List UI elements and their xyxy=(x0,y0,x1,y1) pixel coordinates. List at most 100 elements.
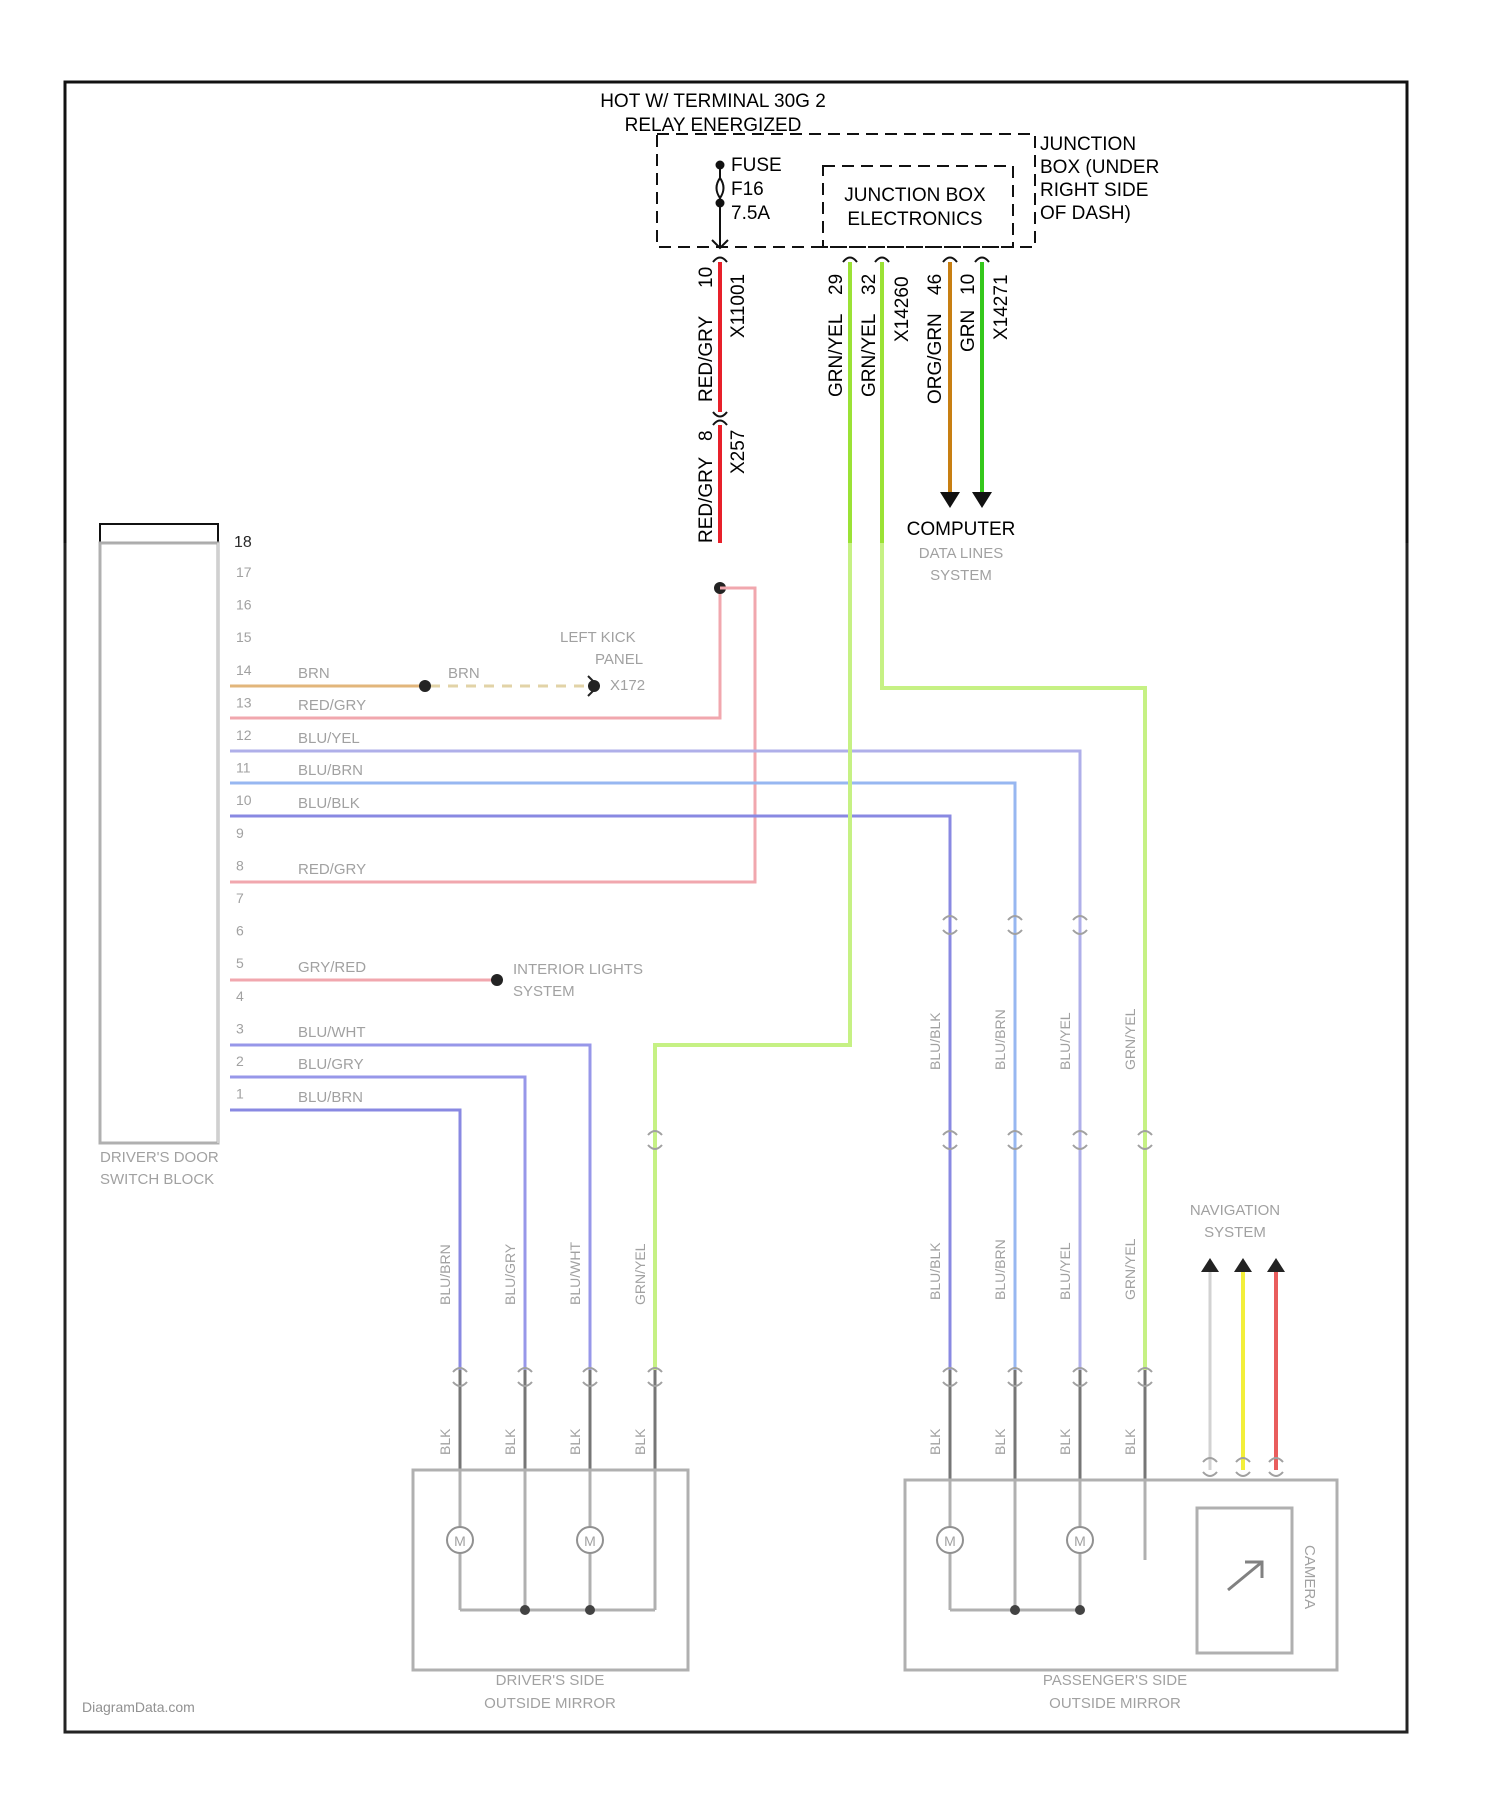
switch-pin-13: 13 xyxy=(236,694,252,710)
fuse-f16 xyxy=(712,161,728,249)
label-gy32-pin: 32 xyxy=(859,274,880,295)
switch-pin-1: 1 xyxy=(236,1086,244,1102)
arrow-nav-2 xyxy=(1234,1258,1252,1272)
driver-mirror-name-1: DRIVER'S SIDE xyxy=(496,1672,605,1689)
passenger-splice-2 xyxy=(1075,1605,1085,1615)
navigation-label-2: SYSTEM xyxy=(1204,1224,1266,1241)
label-x257-pin: 8 xyxy=(696,430,717,441)
switch-pin-3: 3 xyxy=(236,1020,244,1036)
label-red-gry-8: RED/GRY xyxy=(298,861,366,878)
computer-label: COMPUTER xyxy=(907,519,1016,540)
junction-box-electronics-line-1: JUNCTION BOX xyxy=(844,185,986,206)
driver-blk-label-2: BLK xyxy=(567,1428,583,1455)
driver-blk-label-1: BLK xyxy=(502,1428,518,1455)
label-blu-blk: BLU/BLK xyxy=(298,795,360,812)
arrow-nav-1 xyxy=(1201,1258,1219,1272)
watermark: DiagramData.com xyxy=(82,1699,195,1715)
label-og46-color: ORG/GRN xyxy=(925,313,946,404)
switch-pin-2: 2 xyxy=(236,1053,244,1069)
passenger-wire-upper-3: GRN/YEL xyxy=(1122,1008,1138,1070)
wire-blu-gry-2 xyxy=(230,1077,525,1370)
label-gry-red: GRY/RED xyxy=(298,959,366,976)
label-gy29-pin: 29 xyxy=(826,274,847,295)
label-og46-pin: 46 xyxy=(925,274,946,295)
hot-line-1: HOT W/ TERMINAL 30G 2 xyxy=(600,91,826,112)
computer-label-2: DATA LINES xyxy=(919,545,1003,562)
driver-motor-2-label: M xyxy=(584,1533,596,1549)
switch-block-name-1: DRIVER'S DOOR xyxy=(100,1149,219,1166)
label-brn-kick: BRN xyxy=(448,665,480,682)
switch-block-body xyxy=(100,543,218,1143)
driver-mirror-internal xyxy=(460,1470,655,1610)
arrow-interior-lights xyxy=(491,974,503,986)
passenger-wire-lower-3: GRN/YEL xyxy=(1122,1238,1138,1300)
passenger-mirror-name-2: OUTSIDE MIRROR xyxy=(1049,1695,1181,1712)
interior-lights-label-1: INTERIOR LIGHTS xyxy=(513,961,643,978)
switch-pin-16: 16 xyxy=(236,597,252,613)
label-red-gry-13: RED/GRY xyxy=(298,697,366,714)
junction-box-label-2: BOX (UNDER xyxy=(1040,157,1159,178)
connector-x257 xyxy=(713,412,727,425)
label-grn10-pin: 10 xyxy=(958,274,979,295)
label-x14260: X14260 xyxy=(892,276,913,342)
driver-wire-label-3: GRN/YEL xyxy=(632,1243,648,1305)
label-fuse-conn: X11001 xyxy=(728,274,749,338)
label-gy29-color: GRN/YEL xyxy=(826,314,847,397)
passenger-motor-1-label: M xyxy=(944,1533,956,1549)
label-grn10-color: GRN xyxy=(958,310,979,352)
switch-pin-6: 6 xyxy=(236,923,244,939)
hot-line-2: RELAY ENERGIZED xyxy=(625,115,802,136)
switch-pin-9: 9 xyxy=(236,825,244,841)
switch-pin-14: 14 xyxy=(236,662,252,678)
driver-mirror-leads xyxy=(460,1370,655,1470)
left-kick-label-1: LEFT KICK xyxy=(560,629,636,646)
passenger-motor-2-label: M xyxy=(1074,1533,1086,1549)
passenger-blk-label-2: BLK xyxy=(1057,1428,1073,1455)
label-blu-yel: BLU/YEL xyxy=(298,730,360,747)
passenger-mirror-leads xyxy=(950,1370,1145,1480)
label-blu-gry: BLU/GRY xyxy=(298,1056,364,1073)
wire-blu-brn-1 xyxy=(230,1110,460,1370)
switch-pin-17: 17 xyxy=(236,564,252,580)
fuse-label-3: 7.5A xyxy=(731,203,770,224)
driver-motor-1-label: M xyxy=(454,1533,466,1549)
driver-wire-label-0: BLU/BRN xyxy=(437,1244,453,1305)
passenger-splice-1 xyxy=(1010,1605,1020,1615)
junction-box-label-3: RIGHT SIDE xyxy=(1040,180,1148,201)
switch-pin-4: 4 xyxy=(236,988,244,1004)
label-x14271: X14271 xyxy=(991,274,1012,340)
switch-block-name-2: SWITCH BLOCK xyxy=(100,1171,214,1188)
passenger-mirror-name-1: PASSENGER'S SIDE xyxy=(1043,1672,1187,1689)
label-blu-brn-1: BLU/BRN xyxy=(298,1089,363,1106)
passenger-wire-upper-1: BLU/BRN xyxy=(992,1009,1008,1070)
camera-label: CAMERA xyxy=(1301,1545,1318,1609)
label-blu-brn: BLU/BRN xyxy=(298,762,363,779)
left-kick-label-3: X172 xyxy=(610,677,645,694)
label-brn: BRN xyxy=(298,665,330,682)
driver-mirror-box xyxy=(413,1470,688,1670)
passenger-mirror-internal xyxy=(950,1480,1145,1610)
driver-splice-1 xyxy=(520,1605,530,1615)
junction-box-label-1: JUNCTION xyxy=(1040,134,1136,155)
left-kick-label-2: PANEL xyxy=(595,651,643,668)
switch-pin-7: 7 xyxy=(236,890,244,906)
connector-marks xyxy=(453,916,1283,1476)
switch-block-pins: 1716151413121110987654321 xyxy=(236,564,252,1102)
wire-grn-yel-driver xyxy=(655,543,850,1370)
driver-mirror-name-2: OUTSIDE MIRROR xyxy=(484,1695,616,1712)
fuse-label-1: FUSE xyxy=(731,155,782,176)
passenger-blk-label-3: BLK xyxy=(1122,1428,1138,1455)
switch-pin-10: 10 xyxy=(236,792,252,808)
label-gy32-color: GRN/YEL xyxy=(859,314,880,397)
junction-box-label-4: OF DASH) xyxy=(1040,203,1131,224)
computer-label-3: SYSTEM xyxy=(930,567,992,584)
passenger-wire-lower-0: BLU/BLK xyxy=(927,1242,943,1300)
switch-block-pin-top: 18 xyxy=(234,534,252,551)
passenger-wire-lower-2: BLU/YEL xyxy=(1057,1242,1073,1300)
switch-pin-5: 5 xyxy=(236,955,244,971)
arrow-grn xyxy=(972,492,992,508)
passenger-wire-upper-0: BLU/BLK xyxy=(927,1012,943,1070)
driver-splice-2 xyxy=(585,1605,595,1615)
